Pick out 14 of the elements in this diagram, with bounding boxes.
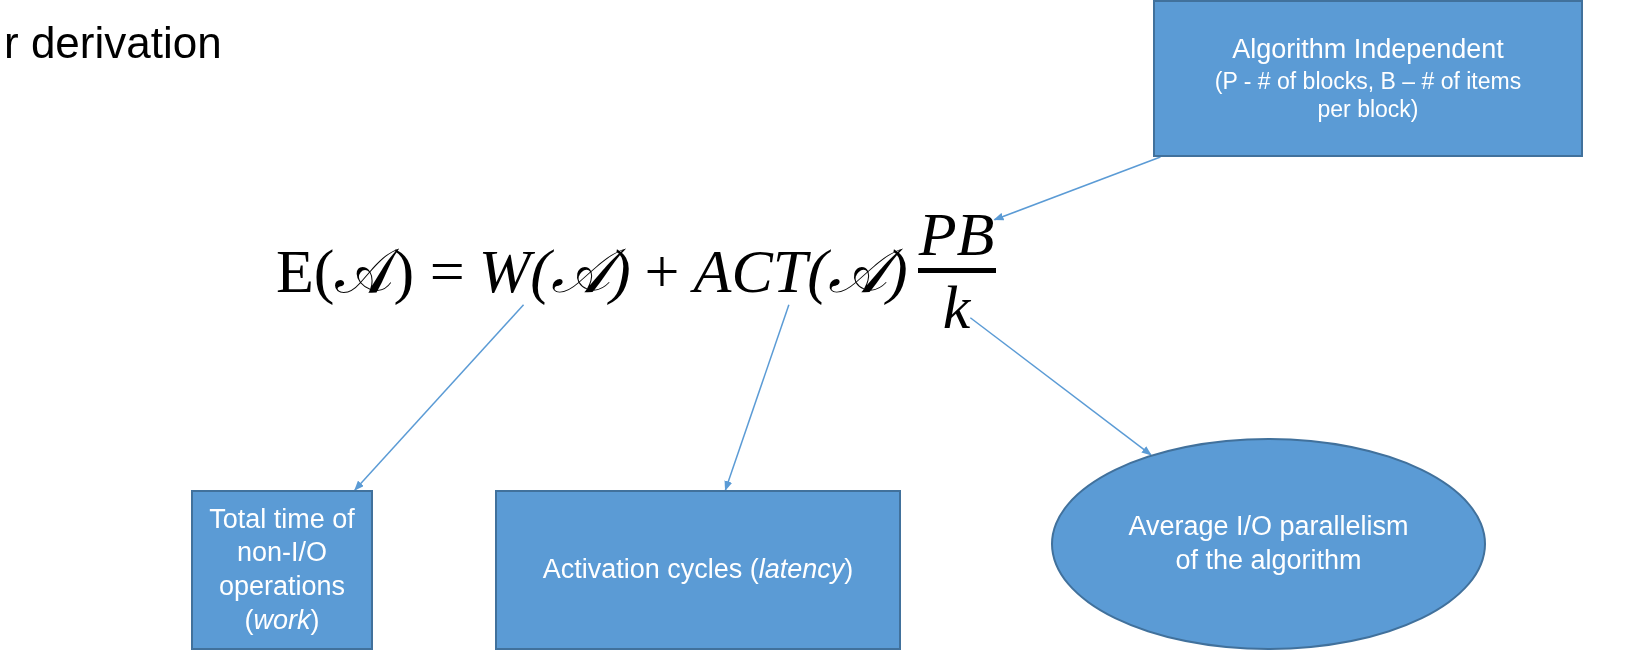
callout-box: Algorithm Independent (P - # of blocks, B – # of items per block)	[1153, 0, 1583, 157]
slide-title: r derivation	[4, 18, 222, 68]
leader-arrow	[993, 156, 1162, 221]
formula-text: E(𝒜) =	[276, 236, 465, 305]
callout-ellipse: Average I/O parallelism of the algorithm	[1051, 438, 1486, 650]
formula-text: +	[644, 236, 680, 305]
leader-arrow	[969, 317, 1152, 456]
leader-arrow	[354, 304, 525, 491]
formula-term: W(𝒜)	[478, 236, 631, 305]
formula-denominator: k	[942, 273, 971, 342]
callout-box: Activation cycles (latency)	[495, 490, 901, 650]
leader-arrow	[724, 304, 790, 491]
callout-box: Total time of non-I/O operations (work)	[191, 490, 373, 650]
formula-numerator: PB	[918, 200, 995, 269]
